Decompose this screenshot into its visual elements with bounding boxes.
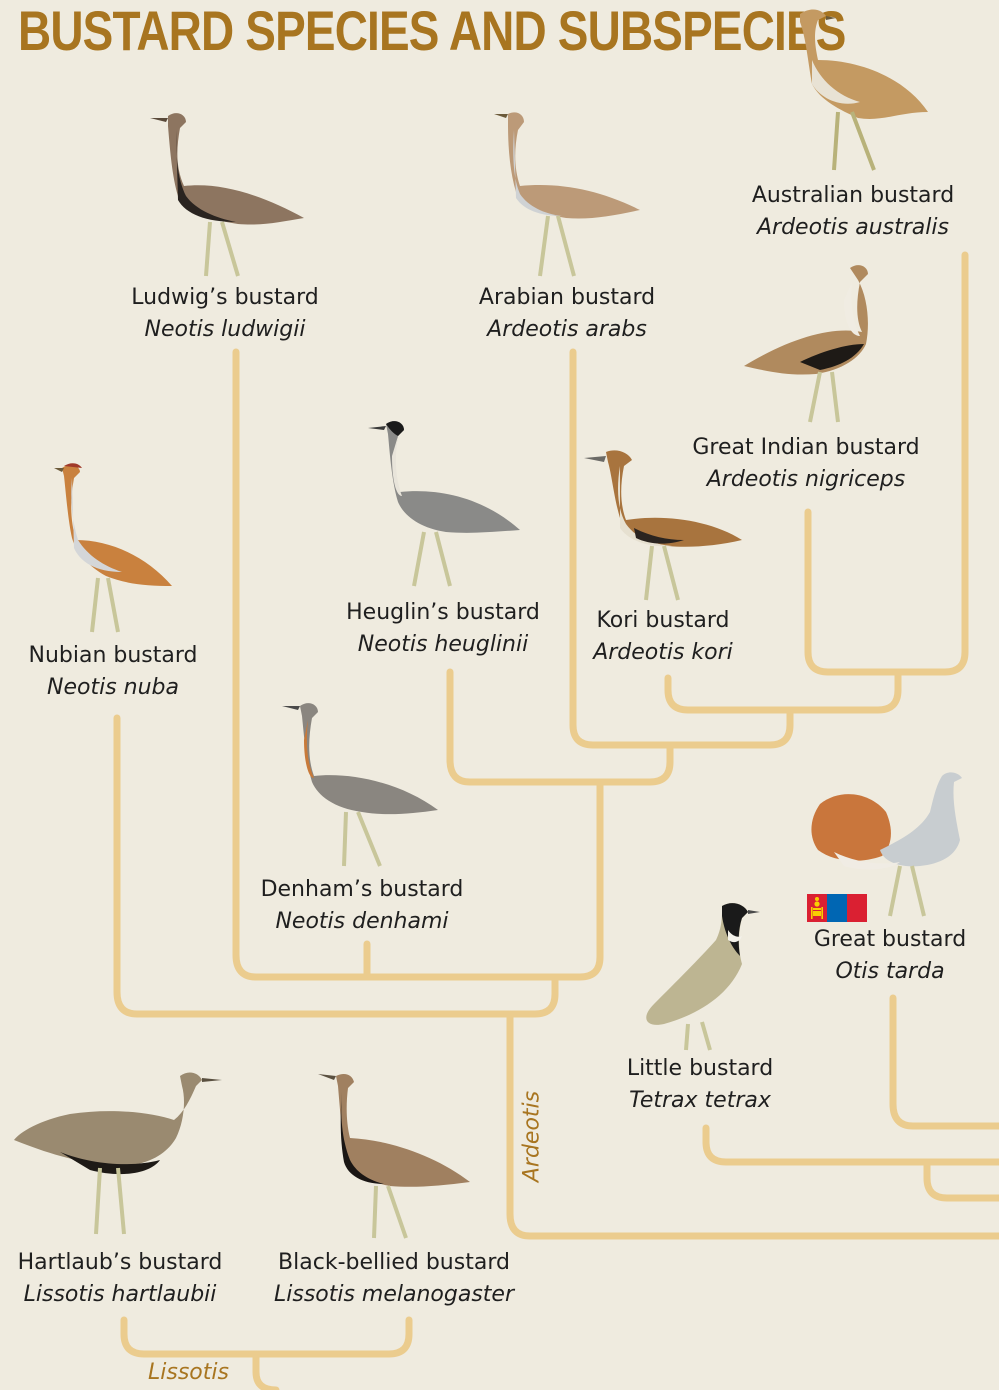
mongolia-flag-icon <box>807 894 867 922</box>
common-name: Great bustard <box>796 924 984 956</box>
arabian-bustard-illustration <box>494 112 640 276</box>
hartlaubs-bustard-illustration <box>14 1073 222 1234</box>
species-label-arabian: Arabian bustard Ardeotis arabs <box>450 282 684 346</box>
latin-name: Ardeotis nigriceps <box>670 464 942 496</box>
latin-name: Neotis ludwigii <box>108 314 342 346</box>
australian-bustard-illustration <box>800 10 928 170</box>
species-label-black-bellied: Black-bellied bustard Lissotis melanogas… <box>256 1247 532 1311</box>
ludwigs-bustard-illustration <box>150 113 304 276</box>
common-name: Kori bustard <box>578 605 748 637</box>
latin-name: Lissotis melanogaster <box>256 1279 532 1311</box>
common-name: Denham’s bustard <box>240 874 484 906</box>
nubian-bustard-illustration <box>54 463 172 632</box>
species-label-hartlaub: Hartlaub’s bustard Lissotis hartlaubii <box>2 1247 238 1311</box>
species-label-denham: Denham’s bustard Neotis denhami <box>240 874 484 938</box>
latin-name: Ardeotis arabs <box>450 314 684 346</box>
species-label-kori: Kori bustard Ardeotis kori <box>578 605 748 669</box>
little-bustard-illustration <box>646 903 760 1050</box>
common-name: Great Indian bustard <box>670 432 942 464</box>
common-name: Heuglin’s bustard <box>326 597 560 629</box>
common-name: Little bustard <box>608 1053 792 1085</box>
species-label-great-indian: Great Indian bustard Ardeotis nigriceps <box>670 432 942 496</box>
genus-label-lissotis: Lissotis <box>148 1360 229 1385</box>
common-name: Ludwig’s bustard <box>108 282 342 314</box>
black-bellied-bustard-illustration <box>318 1074 470 1238</box>
common-name: Hartlaub’s bustard <box>2 1247 238 1279</box>
latin-name: Lissotis hartlaubii <box>2 1279 238 1311</box>
common-name: Australian bustard <box>736 180 970 212</box>
latin-name: Neotis nuba <box>4 672 222 704</box>
species-label-great: Great bustard Otis tarda <box>796 924 984 988</box>
great-indian-bustard-illustration <box>744 265 868 422</box>
latin-name: Neotis denhami <box>240 906 484 938</box>
latin-name: Ardeotis kori <box>578 637 748 669</box>
heuglins-bustard-illustration <box>368 421 520 586</box>
common-name: Nubian bustard <box>4 640 222 672</box>
latin-name: Ardeotis australis <box>736 212 970 244</box>
latin-name: Tetrax tetrax <box>608 1085 792 1117</box>
species-label-nubian: Nubian bustard Neotis nuba <box>4 640 222 704</box>
species-label-heuglin: Heuglin’s bustard Neotis heuglinii <box>326 597 560 661</box>
species-label-australian: Australian bustard Ardeotis australis <box>736 180 970 244</box>
species-label-little: Little bustard Tetrax tetrax <box>608 1053 792 1117</box>
common-name: Arabian bustard <box>450 282 684 314</box>
latin-name: Neotis heuglinii <box>326 629 560 661</box>
latin-name: Otis tarda <box>796 956 984 988</box>
common-name: Black-bellied bustard <box>256 1247 532 1279</box>
denhams-bustard-illustration <box>282 703 438 866</box>
genus-label-ardeotis: Ardeotis <box>520 1087 545 1187</box>
species-label-ludwig: Ludwig’s bustard Neotis ludwigii <box>108 282 342 346</box>
